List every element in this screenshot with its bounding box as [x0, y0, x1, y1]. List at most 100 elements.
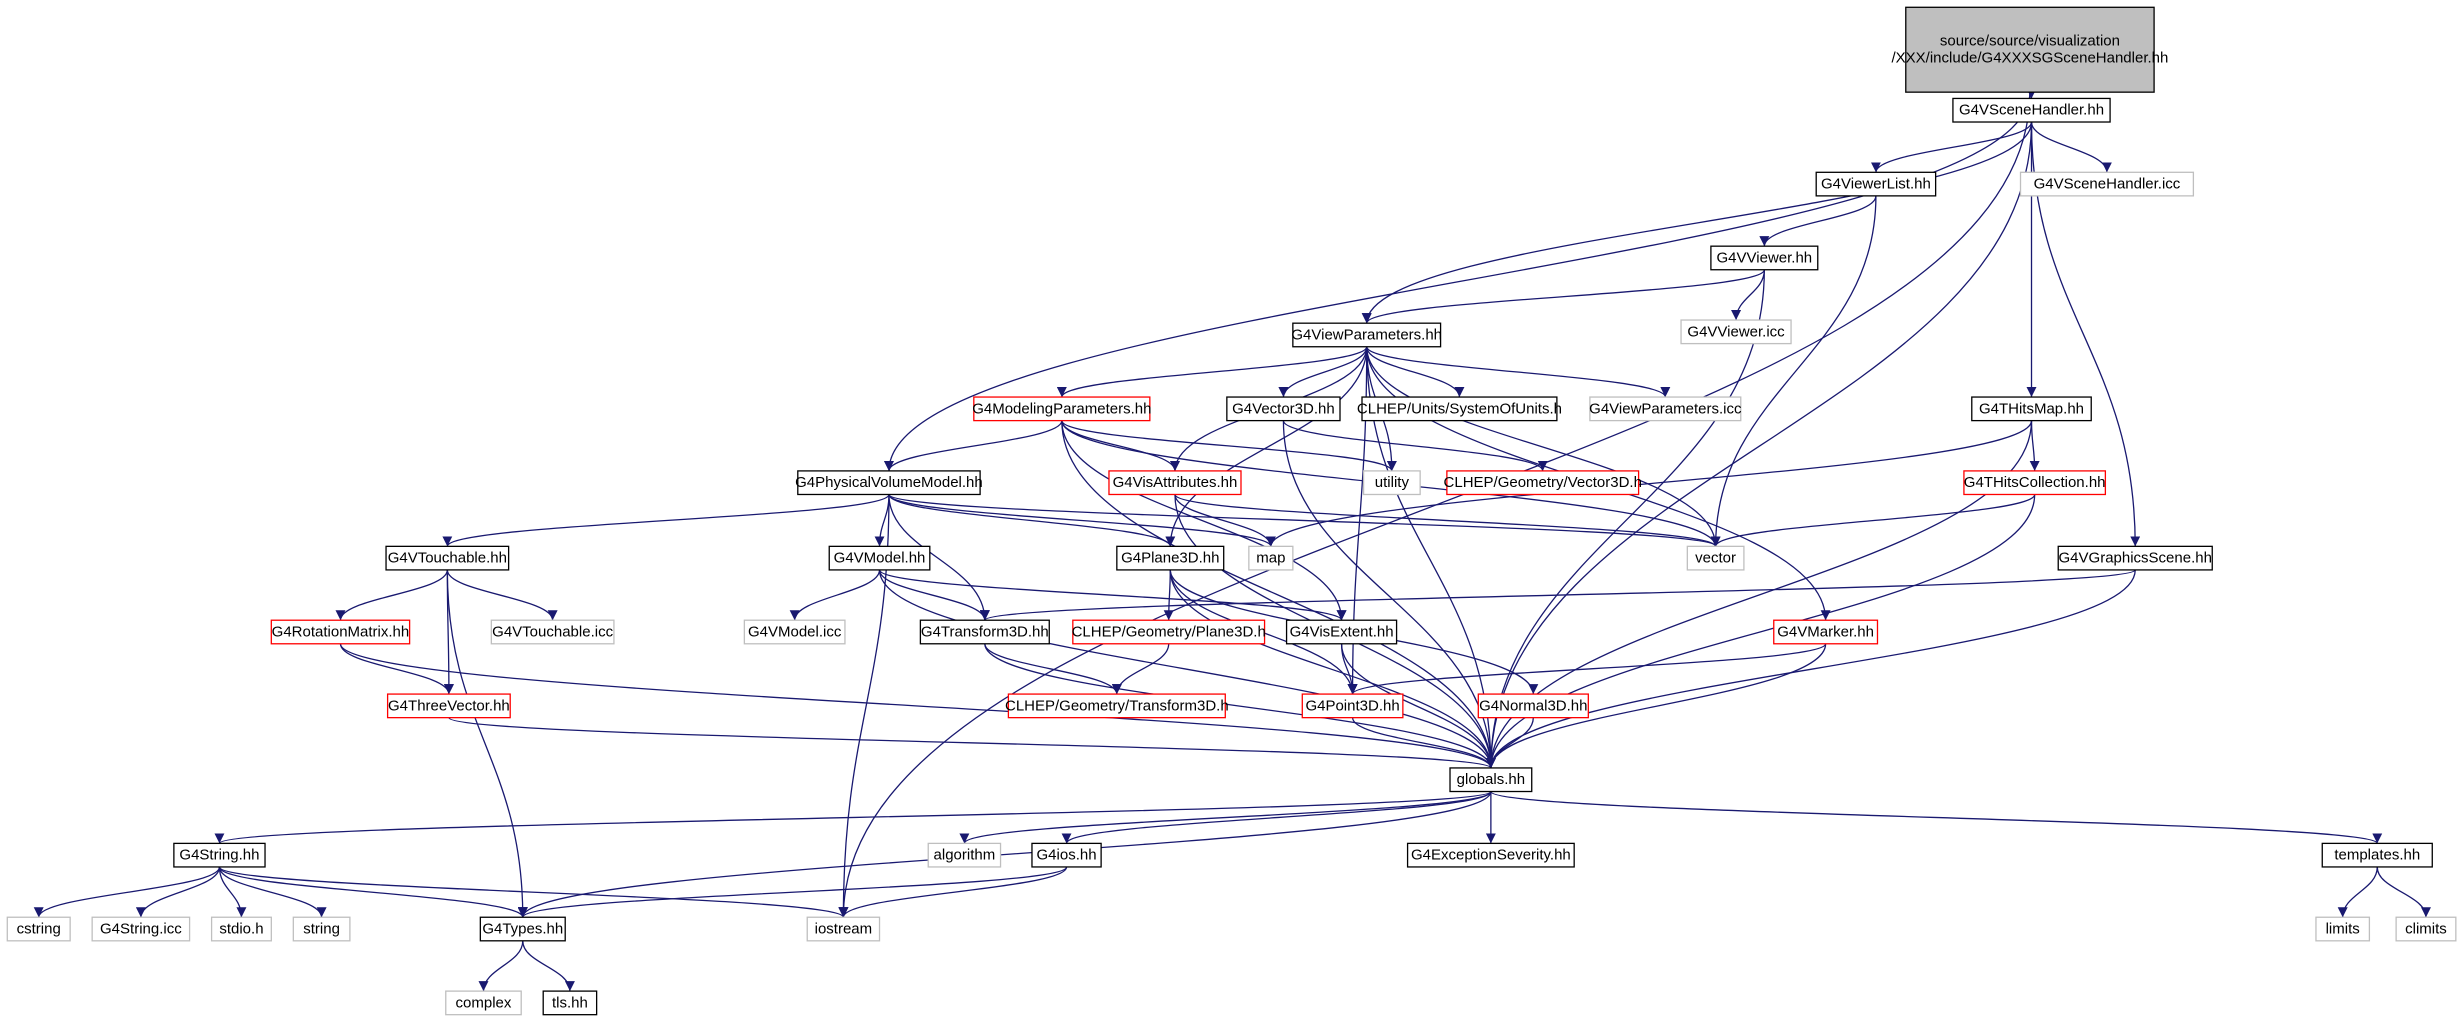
node-G4VModel_hh[interactable]: G4VModel.hh — [828, 545, 931, 571]
node-G4VisExtent_hh[interactable]: G4VisExtent.hh — [1285, 619, 1398, 645]
node-box — [1031, 842, 1102, 868]
node-box — [270, 619, 411, 645]
node-label: G4Vector3D.hh — [1232, 400, 1335, 417]
node-G4ios_hh[interactable]: G4ios.hh — [1031, 842, 1102, 868]
node-label: G4ThreeVector.hh — [388, 697, 510, 714]
edge-G4ViewParameters_hh-to-G4Plane3D_hh — [1165, 346, 1368, 547]
node-box — [1477, 693, 1589, 719]
node-root[interactable]: source/source/visualization/XXX/include/… — [1892, 6, 2169, 93]
node-G4VTouchable_icc: G4VTouchable.icc — [490, 619, 615, 645]
node-G4Types_hh[interactable]: G4Types.hh — [479, 916, 566, 942]
node-box — [1680, 319, 1792, 345]
edge-CLHEP_Plane3D_h-to-CLHEP_Transform3D_h — [1111, 643, 1170, 695]
node-G4Transform3D_hh[interactable]: G4Transform3D.hh — [919, 619, 1050, 645]
edge-G4ViewParameters_hh-to-G4Vector3D_hh — [1278, 346, 1368, 398]
node-climits: climits — [2395, 916, 2457, 942]
node-label: G4ios.hh — [1037, 847, 1097, 864]
edge-G4PhysicalVolumeModel_hh-to-vector — [888, 493, 1721, 547]
edge-G4ViewParameters_hh-to-G4ViewParameters_icc — [1366, 346, 1671, 398]
node-label: algorithm — [934, 847, 996, 864]
node-G4RotationMatrix_hh[interactable]: G4RotationMatrix.hh — [270, 619, 411, 645]
node-box — [1285, 619, 1398, 645]
edge-globals_hh-to-G4ios_hh — [1061, 790, 1492, 844]
node-box — [6, 916, 71, 942]
node-G4VViewer_hh[interactable]: G4VViewer.hh — [1710, 245, 1819, 271]
edge-G4VViewer_hh-to-G4VViewer_icc — [1731, 269, 1765, 321]
node-label: source/source/visualization — [1940, 33, 2120, 50]
edge-G4Transform3D_hh-to-CLHEP_Transform3D_h — [984, 643, 1122, 695]
edge-G4Normal3D_hh-to-globals_hh — [1485, 717, 1534, 768]
node-label: templates.hh — [2334, 847, 2420, 864]
node-label: G4Plane3D.hh — [1121, 550, 1219, 567]
node-G4Point3D_hh[interactable]: G4Point3D.hh — [1301, 693, 1404, 719]
node-G4Normal3D_hh[interactable]: G4Normal3D.hh — [1477, 693, 1589, 719]
node-G4VGraphicsScene_hh[interactable]: G4VGraphicsScene.hh — [2057, 545, 2213, 571]
node-G4String_icc: G4String.icc — [91, 916, 191, 942]
edge-G4RotationMatrix_hh-to-G4ThreeVector_hh — [339, 643, 454, 695]
node-box — [2315, 916, 2371, 942]
edge-G4THitsMap_hh-to-map — [1265, 420, 2033, 547]
node-box — [1007, 693, 1226, 719]
node-label: utility — [1375, 474, 1410, 491]
edge-G4VTouchable_hh-to-G4Types_hh — [446, 569, 528, 918]
node-G4VSceneHandler_hh[interactable]: G4VSceneHandler.hh — [1952, 97, 2111, 123]
node-G4ViewerList_hh[interactable]: G4ViewerList.hh — [1815, 171, 1937, 197]
edge-G4ModelingParameters_hh-to-G4PhysicalVolumeModel_hh — [884, 420, 1063, 472]
edge-G4String_hh-to-cstring — [33, 866, 221, 918]
node-box — [386, 693, 511, 719]
edge-G4ViewParameters_hh-to-vector — [1366, 346, 1721, 547]
node-G4VTouchable_hh[interactable]: G4VTouchable.hh — [385, 545, 510, 571]
node-label: CLHEP/Units/SystemOfUnits.h — [1357, 400, 1562, 417]
node-algorithm: algorithm — [927, 842, 1002, 868]
node-G4PhysicalVolumeModel_hh[interactable]: G4PhysicalVolumeModel.hh — [795, 470, 983, 496]
node-G4THitsMap_hh[interactable]: G4THitsMap.hh — [1971, 396, 2092, 422]
node-box — [743, 619, 846, 645]
node-box — [1406, 842, 1575, 868]
node-CLHEP_Plane3D_h[interactable]: CLHEP/Geometry/Plane3D.h — [1072, 619, 1266, 645]
node-string: string — [292, 916, 351, 942]
node-G4VMarker_hh[interactable]: G4VMarker.hh — [1773, 619, 1879, 645]
edge-G4Point3D_hh-to-globals_hh — [1351, 717, 1496, 769]
node-label: G4ViewerList.hh — [1821, 176, 1931, 193]
node-layer: source/source/visualization/XXX/include/… — [6, 6, 2457, 1016]
node-CLHEP_Transform3D_h[interactable]: CLHEP/Geometry/Transform3D.h — [1005, 693, 1229, 719]
edge-G4VisExtent_hh-to-globals_hh — [1340, 643, 1496, 768]
edge-G4ModelingParameters_hh-to-utility — [1061, 420, 1397, 472]
node-CLHEP_SystemOfUnits_h[interactable]: CLHEP/Units/SystemOfUnits.h — [1357, 396, 1562, 422]
node-G4String_hh[interactable]: G4String.hh — [173, 842, 266, 868]
node-label: limits — [2326, 921, 2360, 938]
node-label: G4String.icc — [100, 921, 182, 938]
node-label: G4VTouchable.hh — [388, 550, 507, 567]
node-box — [1446, 470, 1640, 496]
node-G4THitsCollection_hh[interactable]: G4THitsCollection.hh — [1963, 470, 2107, 496]
node-map: map — [1248, 545, 1294, 571]
node-G4ModelingParameters_hh[interactable]: G4ModelingParameters.hh — [972, 396, 1151, 422]
node-G4ThreeVector_hh[interactable]: G4ThreeVector.hh — [386, 693, 511, 719]
node-box — [1971, 396, 2092, 422]
edge-G4ios_hh-to-G4Types_hh — [518, 866, 1068, 918]
node-box — [806, 916, 881, 942]
node-box — [292, 916, 351, 942]
node-box — [2321, 842, 2433, 868]
node-label: G4VMarker.hh — [1777, 623, 1874, 640]
node-box — [1108, 470, 1242, 496]
edge-G4ViewerList_hh-to-G4VViewer_hh — [1759, 195, 1877, 247]
node-label: map — [1256, 550, 1285, 567]
node-templates_hh[interactable]: templates.hh — [2321, 842, 2433, 868]
node-G4Vector3D_hh[interactable]: G4Vector3D.hh — [1226, 396, 1341, 422]
node-box — [1710, 245, 1819, 271]
node-G4VisAttributes_hh[interactable]: G4VisAttributes.hh — [1108, 470, 1242, 496]
node-box — [927, 842, 1002, 868]
node-globals_hh[interactable]: globals.hh — [1449, 767, 1533, 793]
node-label: climits — [2405, 921, 2447, 938]
node-G4ViewParameters_hh[interactable]: G4ViewParameters.hh — [1291, 322, 1442, 348]
node-label: G4PhysicalVolumeModel.hh — [795, 474, 983, 491]
node-CLHEP_Vector3D_h[interactable]: CLHEP/Geometry/Vector3D.h — [1444, 470, 1642, 496]
edge-G4String_hh-to-stdio_h — [218, 866, 247, 918]
edge-G4THitsCollection_hh-to-vector — [1710, 494, 2036, 547]
node-G4Plane3D_hh[interactable]: G4Plane3D.hh — [1116, 545, 1225, 571]
node-G4ExceptionSeverity_hh[interactable]: G4ExceptionSeverity.hh — [1406, 842, 1575, 868]
node-box — [1963, 470, 2107, 496]
node-tls_hh[interactable]: tls.hh — [542, 990, 598, 1016]
